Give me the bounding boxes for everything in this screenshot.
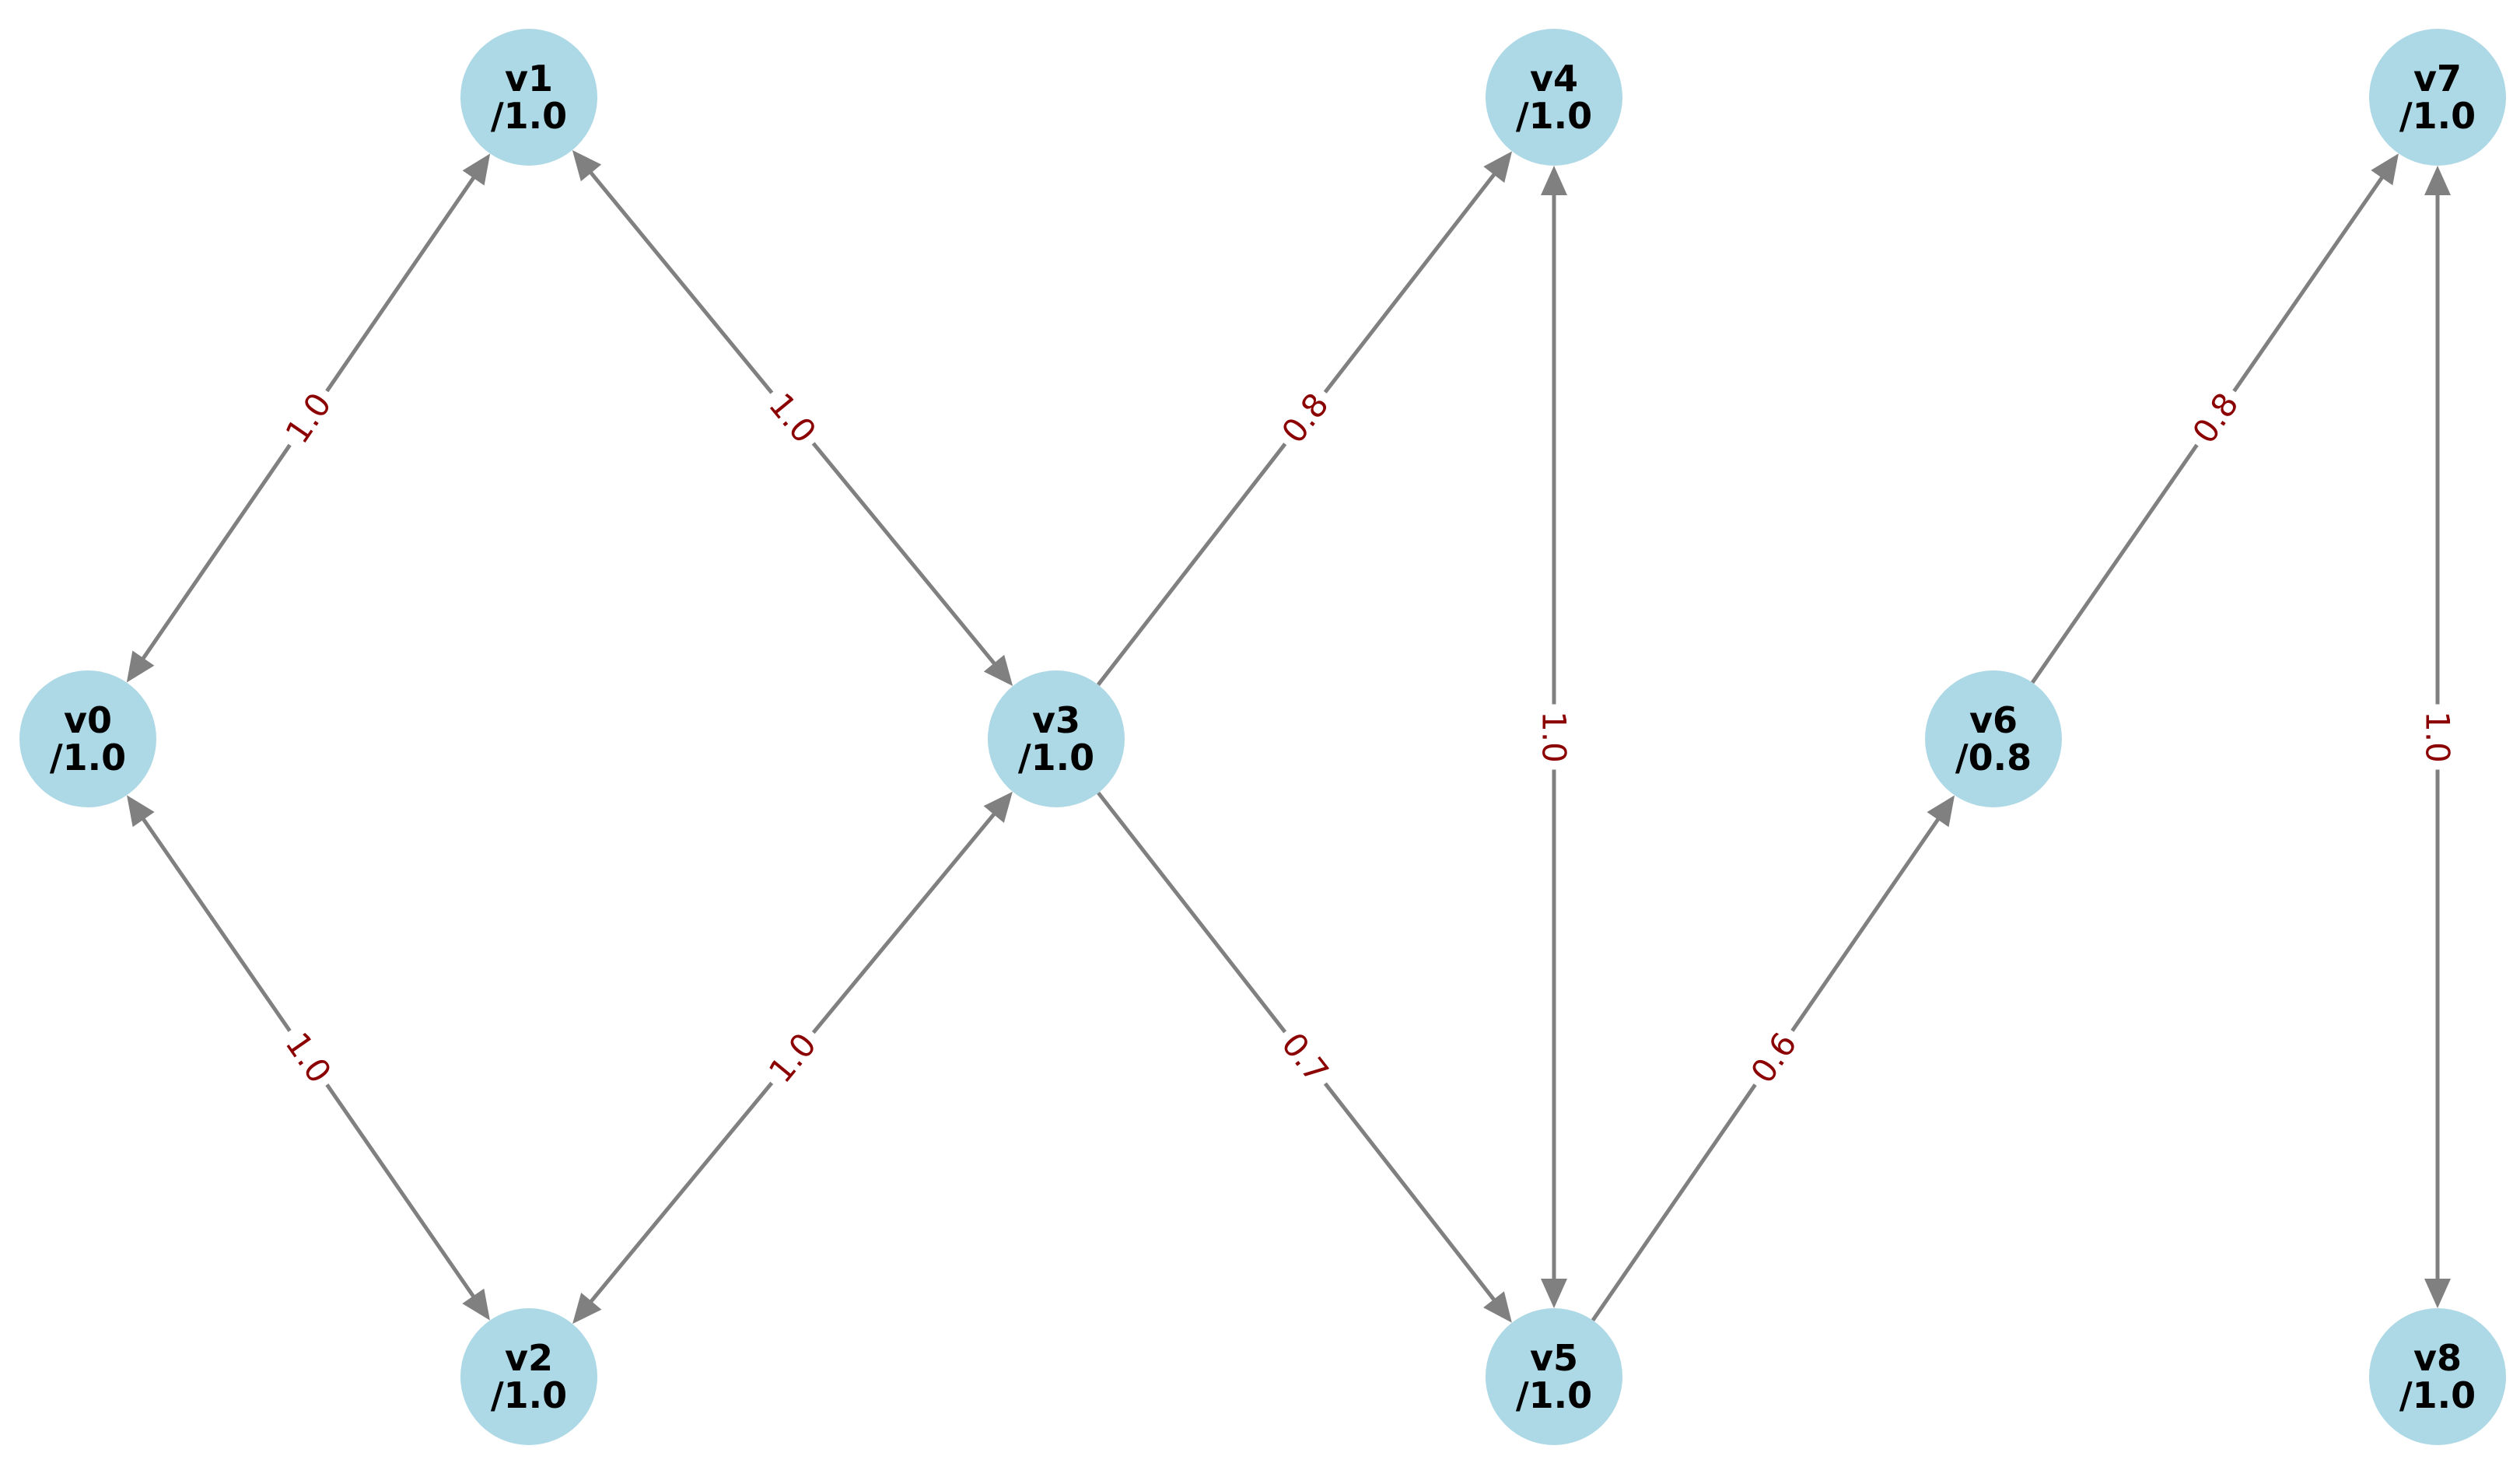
edge-label-background <box>270 377 347 459</box>
edge-arrowhead <box>1483 151 1513 183</box>
node-v1: v1/1.0 <box>460 29 597 166</box>
edge-arrowhead <box>572 1293 602 1325</box>
edge-arrowhead <box>983 654 1013 687</box>
node-name: v5 <box>1530 1337 1578 1379</box>
edge-arrowhead <box>127 795 155 828</box>
edge-label-group: 1.0 <box>754 378 831 458</box>
edge-arrowhead <box>1541 1279 1567 1308</box>
node-circle <box>19 670 156 807</box>
node-name: v1 <box>505 58 553 100</box>
node-value: /1.0 <box>2399 1374 2476 1416</box>
edge-label-group: 0.7 <box>1266 1017 1344 1098</box>
node-name: v8 <box>2413 1337 2462 1379</box>
edge-weight-label: 1.0 <box>1535 711 1573 763</box>
edge-arrowhead <box>462 1288 490 1321</box>
edge-label-background <box>1531 704 1577 770</box>
edge-label-group: 1.0 <box>1531 704 1577 770</box>
node-value: /1.0 <box>2399 95 2476 137</box>
node-v8: v8/1.0 <box>2369 1308 2506 1445</box>
node-circle <box>2369 1308 2506 1445</box>
edge-label-background <box>1266 377 1344 459</box>
node-value: /0.8 <box>1955 737 2032 779</box>
node-v0: v0/1.0 <box>19 670 156 807</box>
edge-labels-layer: 1.0 1.0 1.0 1.0 0.8 0.7 1.0 0.6 0.8 1.0 <box>270 377 2461 1098</box>
edge-arrowhead <box>1483 1291 1512 1323</box>
node-name: v6 <box>1969 699 2018 741</box>
edge-label-background <box>754 1017 831 1098</box>
node-name: v7 <box>2413 58 2462 100</box>
edge-label-background <box>2177 377 2254 459</box>
node-value: /1.0 <box>1516 95 1592 137</box>
node-circle <box>460 29 597 166</box>
node-value: /1.0 <box>1516 1374 1592 1416</box>
node-name: v4 <box>1530 58 1578 100</box>
node-circle <box>1486 29 1622 166</box>
node-value: /1.0 <box>491 1374 567 1416</box>
edge-label-background <box>754 378 831 458</box>
edge-arrowhead <box>1541 166 1567 195</box>
edge-arrowhead <box>2424 166 2451 195</box>
nodes-layer: v0/1.0v1/1.0v2/1.0v3/1.0v4/1.0v5/1.0v6/0… <box>19 29 2506 1445</box>
node-name: v0 <box>64 699 112 741</box>
edge-label-group: 0.8 <box>2177 377 2254 459</box>
edge-label-group: 1.0 <box>2414 704 2461 770</box>
node-v5: v5/1.0 <box>1486 1308 1622 1445</box>
edge-weight-label: 1.0 <box>2419 711 2457 763</box>
edge-label-background <box>270 1017 347 1098</box>
node-v6: v6/0.8 <box>1925 670 2062 807</box>
node-v3: v3/1.0 <box>988 670 1125 807</box>
edge-arrowhead <box>462 153 491 186</box>
edge-label-group: 1.0 <box>754 1017 831 1098</box>
edge-arrowhead <box>572 149 602 182</box>
node-v2: v2/1.0 <box>460 1308 597 1445</box>
node-value: /1.0 <box>491 95 567 137</box>
node-v4: v4/1.0 <box>1486 29 1622 166</box>
node-name: v2 <box>505 1337 553 1379</box>
node-circle <box>1486 1308 1622 1445</box>
edge-arrowhead <box>2371 153 2399 186</box>
edge-arrowhead <box>983 791 1013 823</box>
edge-label-group: 1.0 <box>270 377 347 459</box>
node-value: /1.0 <box>50 737 126 779</box>
edge-arrowhead <box>1927 795 1955 828</box>
node-circle <box>988 670 1125 807</box>
node-circle <box>1925 670 2062 807</box>
edge-arrowhead <box>126 650 155 683</box>
edges-layer <box>126 149 2451 1325</box>
edge-label-group: 1.0 <box>270 1017 347 1098</box>
edge-label-background <box>1266 1017 1344 1098</box>
node-v7: v7/1.0 <box>2369 29 2506 166</box>
edge-label-group: 0.6 <box>1735 1017 1812 1098</box>
node-circle <box>2369 29 2506 166</box>
node-value: /1.0 <box>1018 737 1094 779</box>
edge-label-background <box>1735 1017 1812 1098</box>
node-name: v3 <box>1032 699 1080 741</box>
edge-arrowhead <box>2424 1279 2451 1308</box>
edge-label-background <box>2414 704 2461 770</box>
edge-label-group: 0.8 <box>1266 377 1344 459</box>
node-circle <box>460 1308 597 1445</box>
